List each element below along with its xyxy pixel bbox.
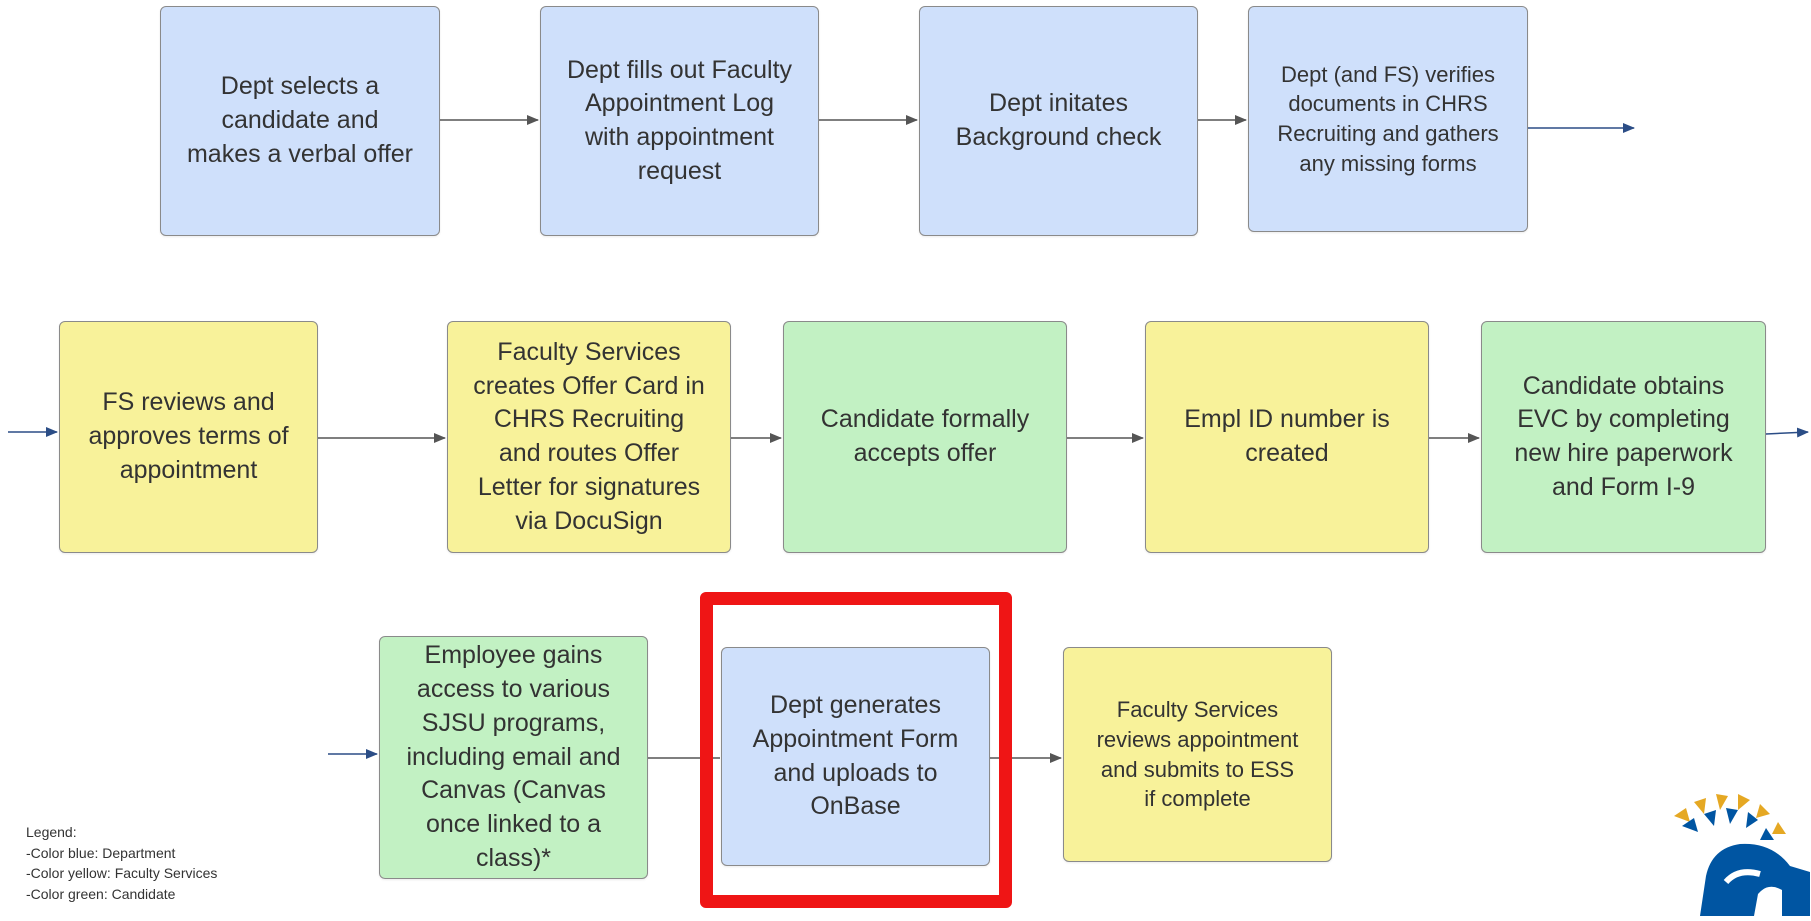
step-dept-initiates-background-check: Dept initates Background check [919, 6, 1198, 236]
step-dept-fills-appointment-log: Dept fills out Faculty Appointment Log w… [540, 6, 819, 236]
step-dept-generates-appointment-form: Dept generates Appointment Form and uplo… [721, 647, 990, 866]
legend-item-yellow: -Color yellow: Faculty Services [26, 865, 218, 881]
legend-title: Legend: [26, 824, 77, 840]
legend: Legend: -Color blue: Department -Color y… [26, 822, 217, 904]
step-candidate-obtains-evc: Candidate obtains EVC by completing new … [1481, 321, 1766, 553]
step-fs-reviews-appointment: Faculty Services reviews appointment and… [1063, 647, 1332, 862]
spartan-helmet-icon [1660, 786, 1810, 921]
arrow-row2-out [1765, 427, 1809, 438]
step-employee-gains-access: Employee gains access to various SJSU pr… [379, 636, 648, 879]
step-dept-selects-candidate: Dept selects a candidate and makes a ver… [160, 6, 440, 236]
step-fs-creates-offer-card: Faculty Services creates Offer Card in C… [447, 321, 731, 553]
step-candidate-accepts-offer: Candidate formally accepts offer [783, 321, 1067, 553]
step-dept-verifies-documents: Dept (and FS) verifies documents in CHRS… [1248, 6, 1528, 232]
legend-item-green: -Color green: Candidate [26, 885, 176, 902]
legend-item-blue: -Color blue: Department [26, 844, 176, 861]
step-empl-id-created: Empl ID number is created [1145, 321, 1429, 553]
highlight-box [700, 592, 1012, 908]
step-fs-reviews-terms: FS reviews and approves terms of appoint… [59, 321, 318, 553]
